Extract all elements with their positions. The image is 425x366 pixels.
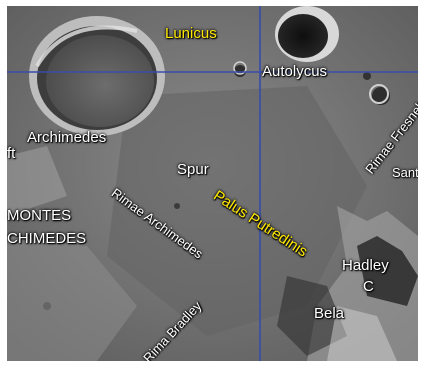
label-hadley-c-line2: C [363,278,374,295]
label-montes-line1: MONTES [7,207,72,224]
label-montes-line2: CHIMEDES [7,230,87,247]
label-spur: Spur [177,161,209,178]
lunar-map: Lunicus Autolycus Archimedes ft MONTES C… [7,6,418,361]
label-bela: Bela [314,305,345,322]
label-hadley-c-line1: Hadley [342,257,389,274]
archimedes-crater [29,16,165,136]
label-archimedes: Archimedes [27,129,107,146]
label-autolycus: Autolycus [262,63,328,80]
grid-line-horizontal [7,71,418,73]
label-left-edge-fragment: ft [7,145,16,162]
autolycus-crater [275,6,339,62]
lunar-terrain [7,6,418,361]
grid-line-vertical [259,6,261,361]
label-lunicus: Lunicus [165,25,217,42]
label-santos-fragment: Sant [392,165,418,180]
